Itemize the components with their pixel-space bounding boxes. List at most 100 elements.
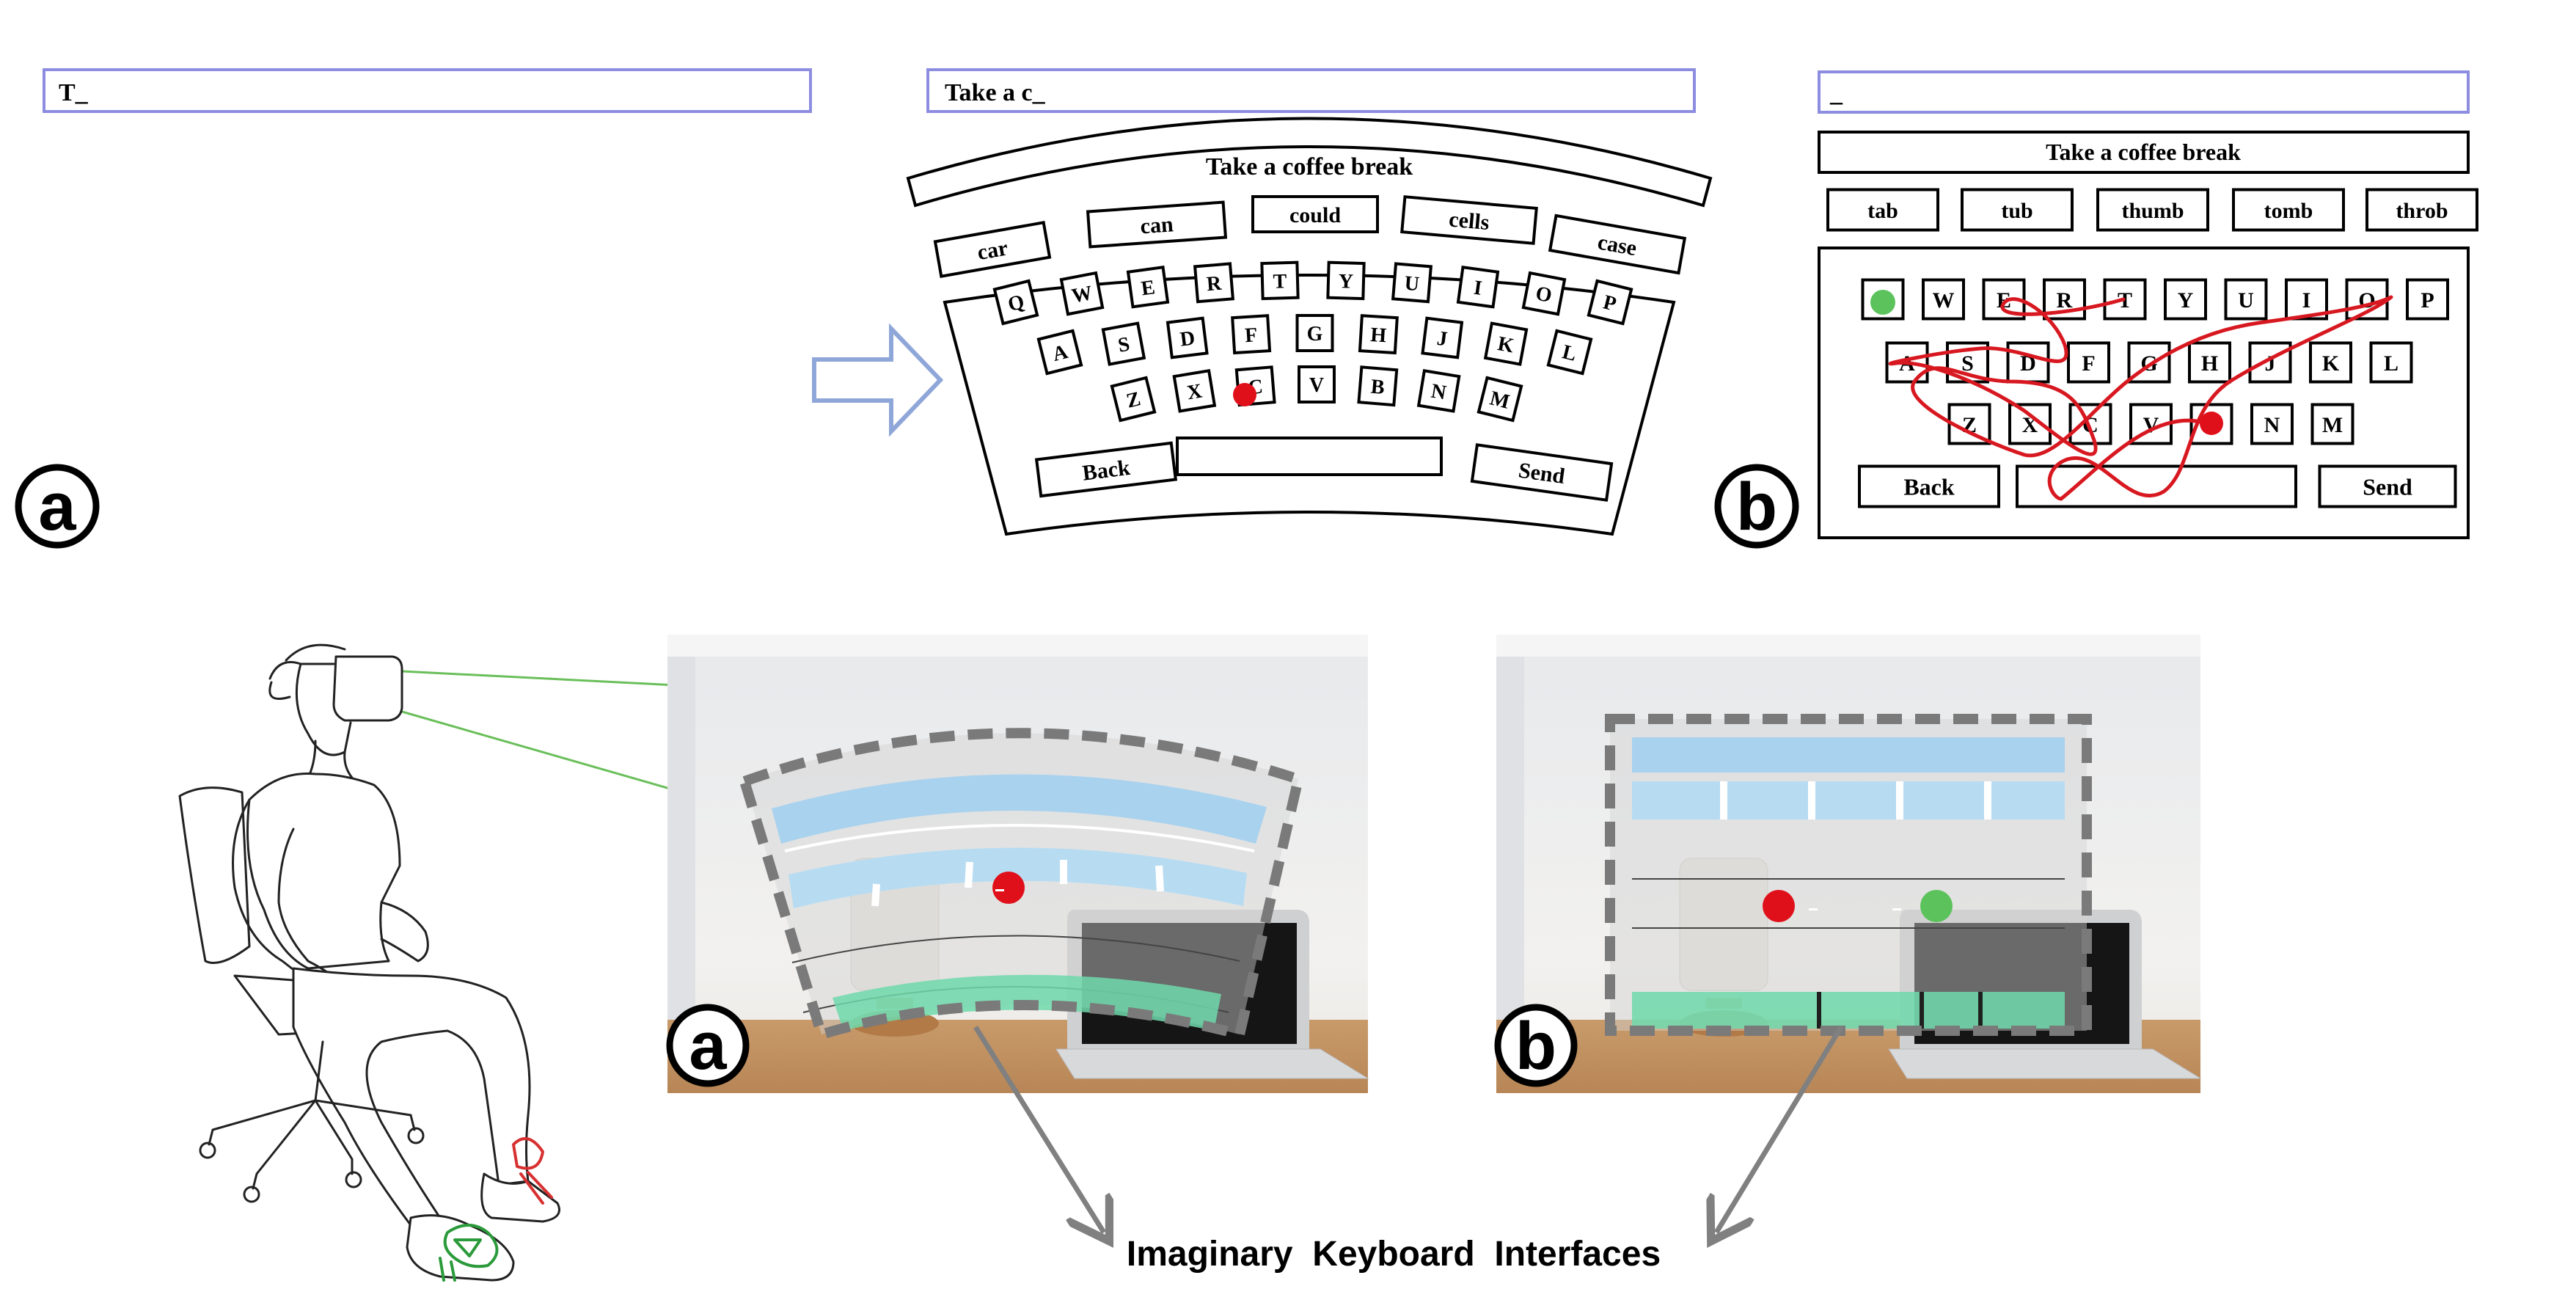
key-x[interactable]: X [1172, 369, 1217, 413]
key-f[interactable]: F [1231, 314, 1272, 355]
back-button[interactable]: Back [1858, 464, 2000, 508]
word-suggestion-can[interactable]: can [1086, 200, 1228, 249]
send-button-label: Send [2363, 474, 2412, 500]
key-r[interactable]: R [1193, 262, 1235, 304]
key-d-label: D [1179, 326, 1196, 351]
key-f-label: F [2082, 351, 2095, 376]
key-h[interactable]: H [2188, 341, 2231, 384]
key-y-label: Y [2178, 288, 2194, 313]
key-e[interactable]: E [1126, 265, 1170, 309]
word-suggestion-tomb[interactable]: tomb [2232, 188, 2345, 232]
swipe-trace [1888, 295, 2393, 501]
send-button[interactable]: Send [1470, 443, 1614, 502]
word-suggestion-can-label: can [1139, 212, 1174, 238]
key-l-label: L [2384, 351, 2398, 376]
key-s[interactable]: S [1101, 321, 1146, 366]
key-f[interactable]: F [2067, 341, 2110, 384]
space-bar[interactable] [2016, 464, 2297, 508]
key-n[interactable]: N [2250, 403, 2294, 445]
word-suggestion-car-label: car [976, 235, 1010, 265]
key-w-label: W [1070, 282, 1094, 308]
pointer-arrow-a [973, 1026, 1104, 1233]
input-after-box[interactable] [926, 68, 1696, 113]
key-q[interactable]: Q [992, 279, 1039, 326]
key-y[interactable]: Y [2164, 278, 2207, 321]
transition-arrow [812, 323, 944, 437]
back-button-label: Back [1081, 456, 1132, 486]
swipe-start-dot [1870, 290, 1895, 315]
swipe-end-dot [2200, 412, 2223, 435]
scene-a-dashed-frame [738, 728, 1305, 1041]
back-button[interactable]: Back [1034, 441, 1178, 498]
key-m[interactable]: M [2310, 403, 2354, 445]
key-h[interactable]: H [1358, 314, 1399, 355]
panel-b-badge-label: b [1736, 470, 1777, 544]
scene-b-badge: b [1494, 1004, 1578, 1087]
figure-caption: Imaginary Keyboard Interfaces [1127, 1235, 1661, 1274]
key-y-label: Y [1338, 270, 1353, 293]
key-w[interactable]: W [1922, 278, 1965, 321]
key-b[interactable]: B [1357, 365, 1399, 407]
foot-controller-red [512, 1137, 553, 1205]
scene-b-cursor-dot [1763, 890, 1795, 922]
send-button[interactable]: Send [2318, 464, 2457, 508]
key-k[interactable]: K [2309, 341, 2352, 384]
word-suggestion-tub[interactable]: tub [1961, 188, 2074, 232]
sentence-suggestion-bar[interactable] [906, 117, 1713, 208]
word-suggestion-could[interactable]: could [1251, 195, 1379, 233]
key-l[interactable]: L [2369, 341, 2413, 384]
key-x-label: X [1185, 380, 1204, 405]
key-w[interactable]: W [1059, 271, 1105, 316]
scene-a-cursor-dot [992, 872, 1025, 904]
key-w-label: W [1933, 288, 1955, 313]
panel-b-sentence-label: Take a coffee break [2046, 139, 2241, 165]
key-m[interactable]: M [1477, 376, 1523, 423]
key-t[interactable]: T [1260, 260, 1300, 301]
word-suggestion-throb-label: throb [2396, 199, 2448, 223]
key-r[interactable]: R [2043, 278, 2086, 321]
panel-b-sentence-bar[interactable] [1818, 131, 2470, 174]
key-r-label: R [2057, 288, 2073, 313]
key-j[interactable]: J [1421, 316, 1464, 359]
key-a[interactable]: A [1036, 329, 1083, 376]
word-suggestion-car[interactable]: car [933, 221, 1052, 278]
key-p[interactable]: P [2406, 278, 2449, 321]
cursor-dot [1233, 383, 1256, 406]
key-u[interactable]: U [1391, 262, 1433, 304]
space-bar[interactable] [1176, 437, 1443, 476]
scene-b-start-dot [1920, 890, 1953, 922]
key-g-label: G [1307, 323, 1323, 346]
word-suggestion-thumb[interactable]: thumb [2096, 188, 2209, 232]
key-d[interactable]: D [1166, 316, 1209, 359]
key-p[interactable]: P [1587, 279, 1633, 326]
key-e-label: E [1997, 288, 2011, 313]
panel-a-badge: a [15, 464, 100, 549]
key-u-label: U [1404, 272, 1421, 296]
initial-input-text: T_ [59, 79, 89, 106]
scene-a-badge: a [666, 1004, 750, 1087]
panel-b-input-box[interactable] [1818, 70, 2470, 114]
key-g[interactable]: G [1295, 314, 1334, 352]
key-k[interactable]: K [1483, 321, 1529, 366]
key-o[interactable]: O [1521, 271, 1567, 316]
foot-controller-green [439, 1224, 499, 1282]
word-suggestion-case[interactable]: case [1548, 213, 1687, 275]
initial-input-box[interactable] [43, 68, 812, 113]
key-u[interactable]: U [2224, 278, 2268, 321]
key-c[interactable]: C [2068, 403, 2112, 445]
word-suggestion-cells[interactable]: cells [1400, 195, 1538, 245]
scene-b-dashed-frame [1605, 714, 2092, 1036]
key-j[interactable]: J [2248, 341, 2292, 384]
word-suggestion-throb[interactable]: throb [2365, 188, 2478, 232]
key-n[interactable]: N [1416, 369, 1461, 413]
word-suggestion-tab[interactable]: tab [1826, 188, 1939, 232]
key-d[interactable]: D [2006, 341, 2050, 384]
key-l[interactable]: L [1546, 329, 1593, 376]
key-v[interactable]: V [1298, 365, 1336, 403]
key-y[interactable]: Y [1326, 260, 1366, 301]
key-i[interactable]: I [1456, 265, 1500, 309]
pointer-arrow-b [1716, 1026, 1843, 1233]
key-z[interactable]: Z [1110, 376, 1157, 423]
